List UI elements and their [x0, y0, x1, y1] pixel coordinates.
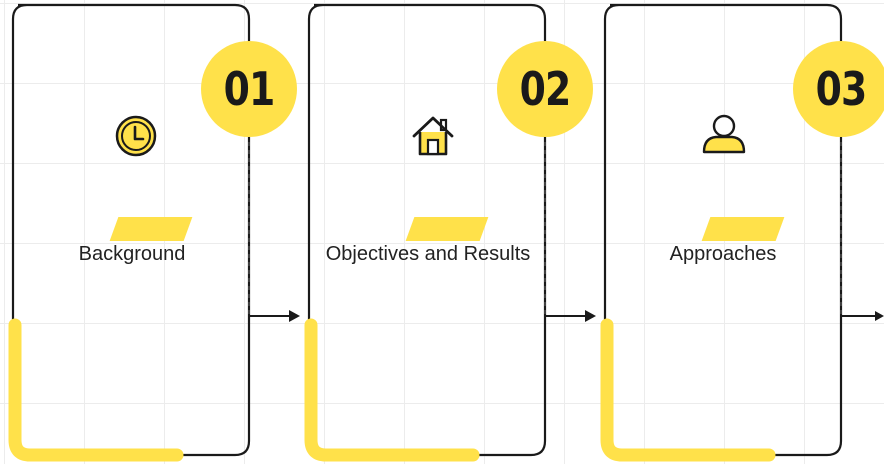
home-icon [412, 116, 454, 156]
step-3: 03 Approaches [592, 0, 884, 464]
step-1: 01 Background [0, 0, 300, 464]
step-1-label: Background [78, 243, 186, 265]
user-icon [702, 114, 746, 154]
step-1-label-bar [109, 217, 193, 241]
step-3-frame [600, 3, 884, 462]
step-2-number: 02 [519, 62, 572, 116]
step-1-number: 01 [223, 62, 276, 116]
step-2-frame [304, 3, 596, 462]
step-2: 02 Objectives and Results [296, 0, 596, 464]
step-3-label: Approaches [669, 243, 777, 265]
step-2-label: Objectives and Results [325, 243, 531, 265]
clock-icon [115, 115, 157, 157]
step-1-number-badge: 01 [201, 41, 297, 137]
step-3-number-badge: 03 [793, 41, 884, 137]
step-1-frame [8, 3, 300, 462]
step-2-number-badge: 02 [497, 41, 593, 137]
step-2-label-bar [405, 217, 489, 241]
step-3-label-bar [701, 217, 785, 241]
step-3-number: 03 [815, 62, 868, 116]
